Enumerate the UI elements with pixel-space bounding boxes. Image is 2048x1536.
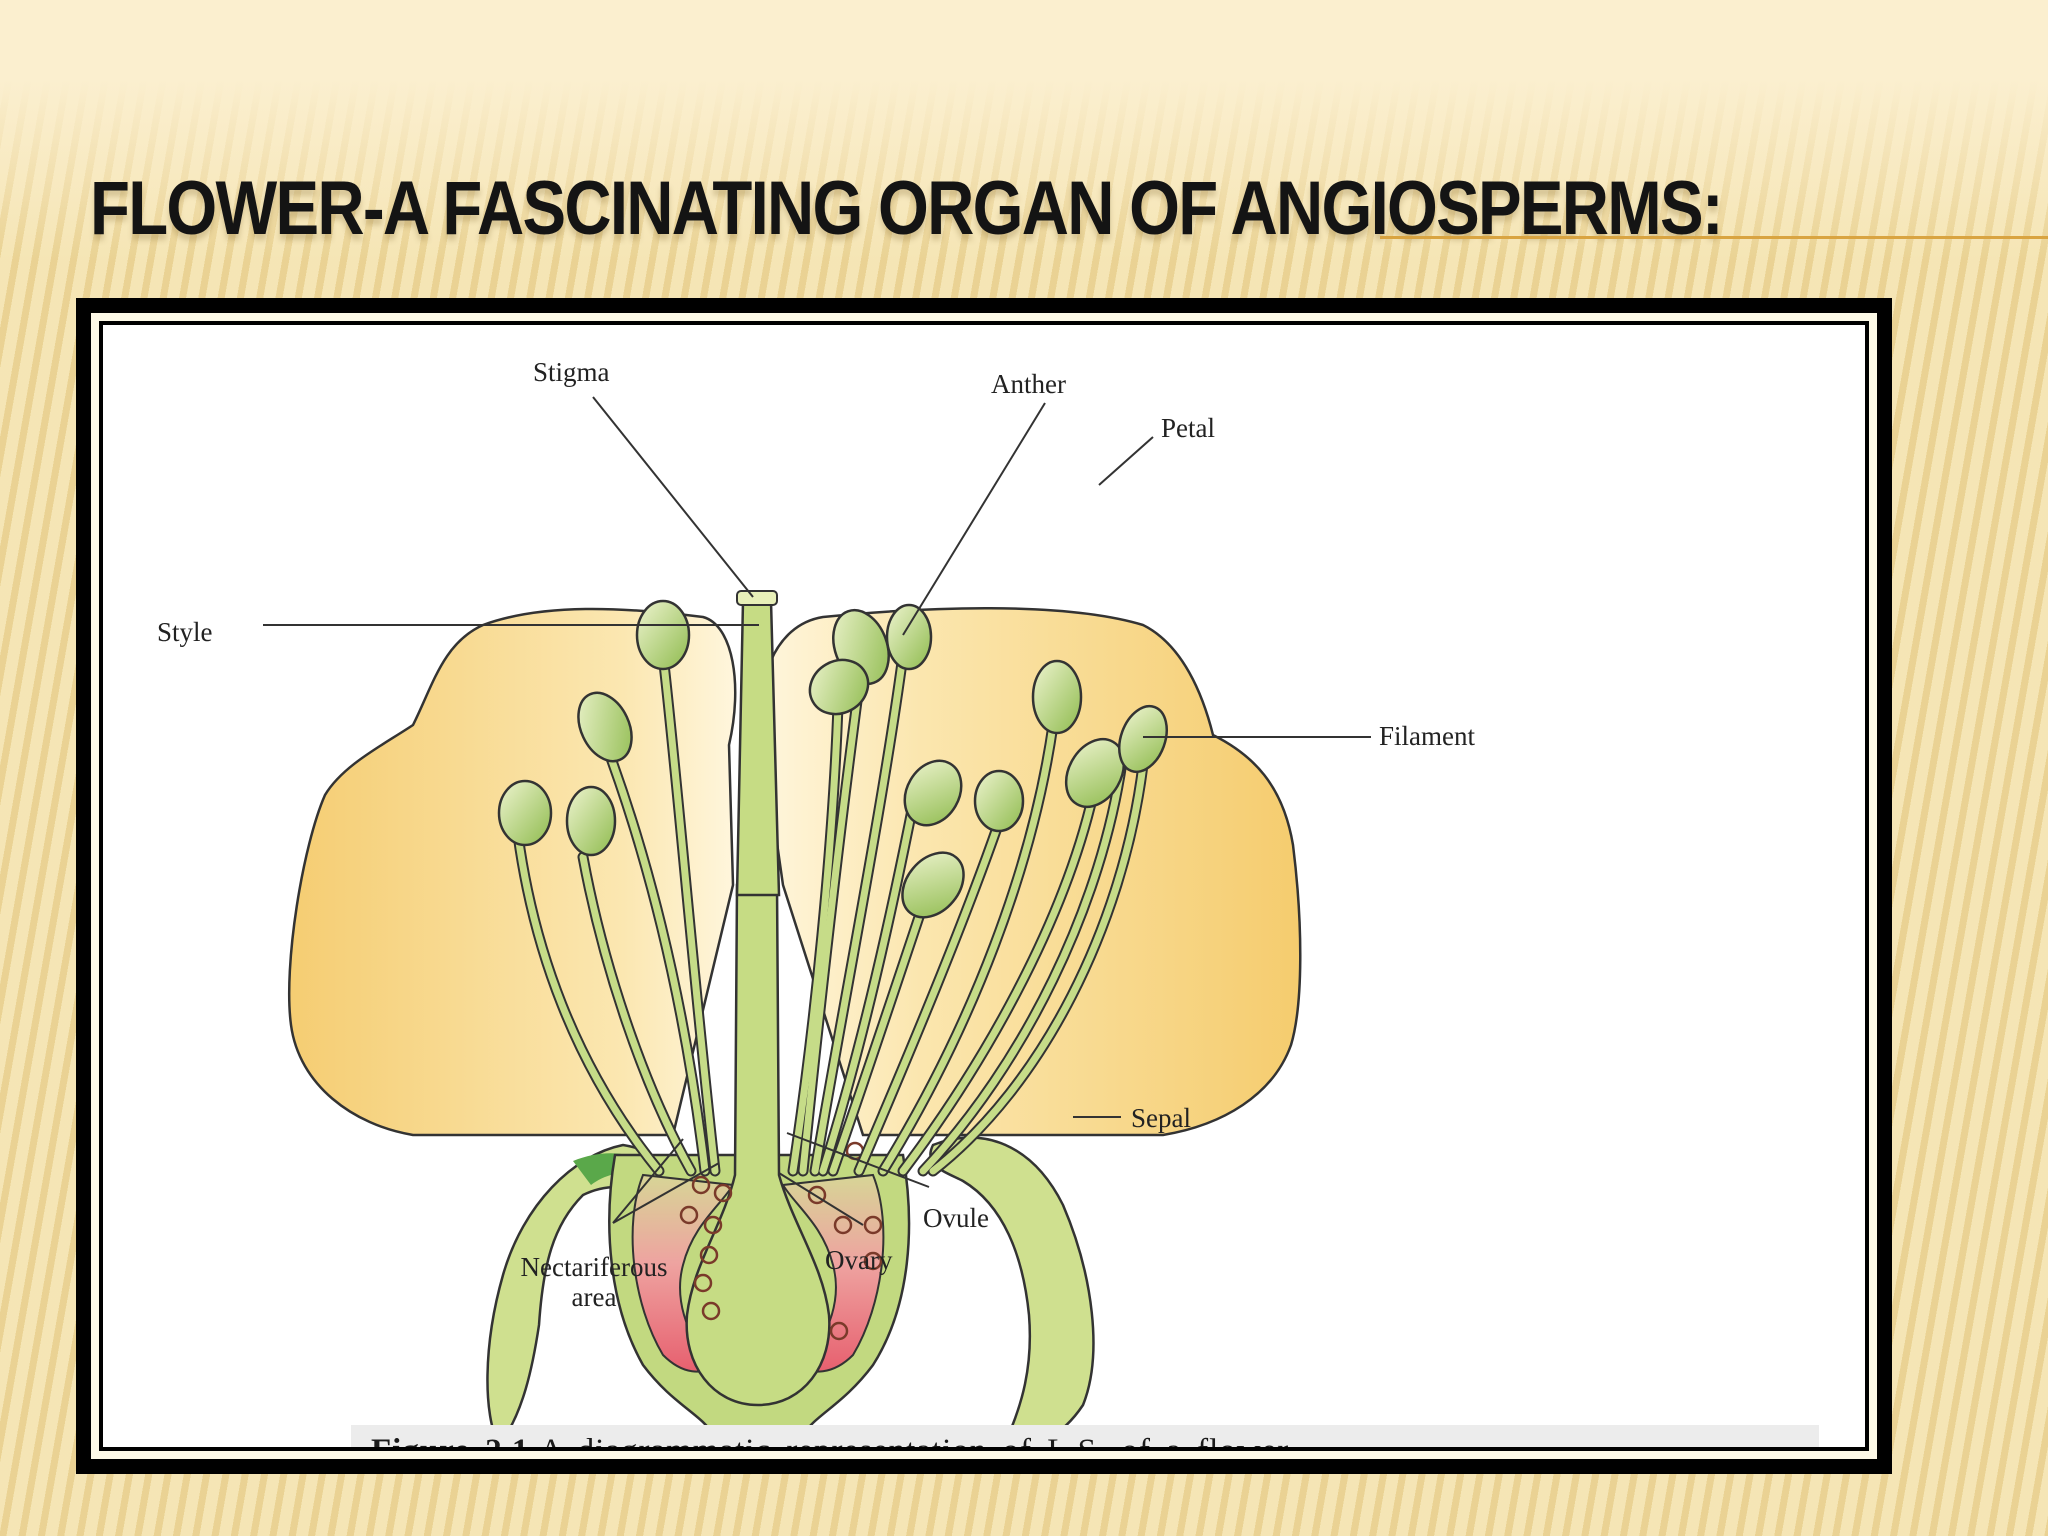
petal-label: Petal bbox=[1161, 413, 1215, 443]
filaments-fill bbox=[514, 651, 1147, 1175]
ovary-central-column bbox=[685, 883, 831, 1407]
label-leader-lines bbox=[263, 396, 1371, 1226]
right-sepal bbox=[929, 1136, 1095, 1447]
style-label: Style bbox=[157, 617, 213, 647]
nectariferous-line2: area bbox=[571, 1281, 617, 1312]
sepal-label: Sepal bbox=[1131, 1103, 1191, 1133]
stigma-label: Stigma bbox=[533, 357, 610, 387]
figure-frame: Stigma Anther Petal Style Filament Sepal… bbox=[76, 298, 1892, 1474]
nectariferous-label: Nectariferous area bbox=[489, 1252, 699, 1312]
figure-number: Figure 2.1 bbox=[371, 1433, 530, 1451]
style bbox=[735, 599, 781, 897]
title-underline bbox=[1380, 236, 2048, 239]
anthers bbox=[497, 599, 1168, 919]
anther-label: Anther bbox=[991, 369, 1066, 399]
figure-mat: Stigma Anther Petal Style Filament Sepal… bbox=[88, 310, 1880, 1462]
figure-caption-text: A diagrammatic representation of L.S. of… bbox=[539, 1433, 1290, 1451]
ovules bbox=[679, 1141, 883, 1341]
ovary-label: Ovary bbox=[825, 1245, 893, 1275]
ovule-label: Ovule bbox=[923, 1203, 989, 1233]
figure-caption: Figure 2.1 A diagrammatic representation … bbox=[351, 1425, 1819, 1451]
flower-ls-diagram bbox=[263, 396, 1371, 1447]
stigma bbox=[736, 590, 778, 606]
nectariferous-line1: Nectariferous bbox=[520, 1252, 668, 1282]
flower-diagram-figure: Stigma Anther Petal Style Filament Sepal… bbox=[99, 321, 1869, 1451]
filament-label: Filament bbox=[1379, 721, 1475, 751]
